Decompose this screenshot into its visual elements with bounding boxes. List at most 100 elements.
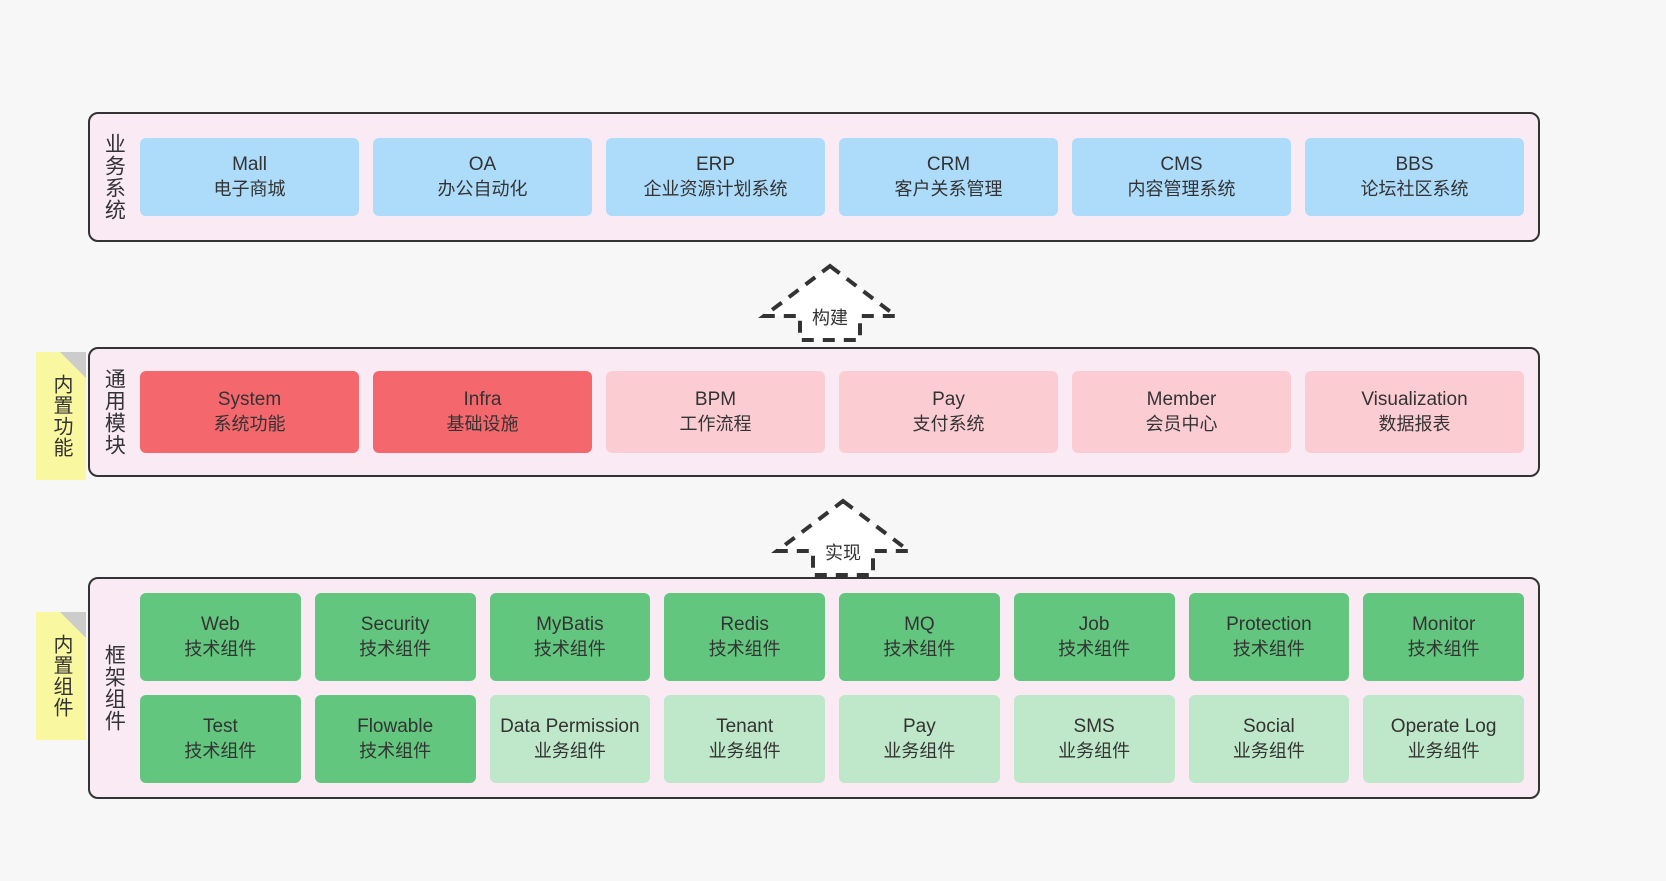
framework-box-redis-en: Redis [720, 613, 769, 635]
module-box-visualization-cn: 数据报表 [1378, 413, 1451, 434]
business-box-cms-cn: 内容管理系统 [1127, 178, 1236, 199]
framework-box-security-cn: 技术组件 [359, 638, 432, 659]
note-builtin-function-label: 内置功能 [50, 374, 72, 458]
business-box-erp-en: ERP [695, 153, 736, 175]
module-box-system[interactable]: System 系统功能 [140, 371, 359, 453]
layer-common-modules-body: System 系统功能 Infra 基础设施 BPM 工作流程 Pay 支付系统… [136, 349, 1538, 475]
module-box-visualization[interactable]: Visualization 数据报表 [1305, 371, 1524, 453]
module-box-infra-cn: 基础设施 [446, 413, 519, 434]
framework-box-mq-en: MQ [904, 613, 935, 635]
framework-box-pay-en: Pay [903, 715, 936, 737]
framework-row-2: Test 技术组件 Flowable 技术组件 Data Permission … [140, 695, 1524, 783]
module-box-visualization-en: Visualization [1361, 388, 1468, 410]
business-box-crm-cn: 客户关系管理 [894, 178, 1003, 199]
connector-implement-label: 实现 [825, 543, 861, 563]
framework-box-tenant-cn: 业务组件 [708, 740, 781, 761]
framework-box-sms-cn: 业务组件 [1058, 740, 1131, 761]
business-box-crm[interactable]: CRM 客户关系管理 [839, 138, 1058, 216]
framework-box-monitor-en: Monitor [1411, 613, 1476, 635]
module-box-infra[interactable]: Infra 基础设施 [373, 371, 592, 453]
framework-box-pay-cn: 业务组件 [883, 740, 956, 761]
business-box-erp[interactable]: ERP 企业资源计划系统 [606, 138, 825, 216]
business-box-mall-en: Mall [232, 153, 267, 175]
layer-framework-components: 框架组件 Web 技术组件 Security 技术组件 MyBatis 技术组件… [88, 577, 1540, 799]
business-box-erp-cn: 企业资源计划系统 [643, 178, 788, 199]
framework-box-sms[interactable]: SMS 业务组件 [1013, 695, 1175, 783]
layer-framework-components-body: Web 技术组件 Security 技术组件 MyBatis 技术组件 Redi… [136, 579, 1538, 797]
framework-box-social-en: Social [1243, 715, 1295, 737]
framework-box-tenant[interactable]: Tenant 业务组件 [664, 695, 825, 783]
framework-box-protection-en: Protection [1226, 613, 1312, 635]
framework-box-data-permission-en: Data Permission [500, 715, 640, 737]
framework-box-test[interactable]: Test 技术组件 [140, 695, 301, 783]
module-box-bpm[interactable]: BPM 工作流程 [606, 371, 825, 453]
framework-box-web-cn: 技术组件 [184, 638, 257, 659]
business-box-bbs-en: BBS [1395, 153, 1434, 175]
layer-common-modules: 通用模块 System 系统功能 Infra 基础设施 BPM 工作流程 Pay… [88, 347, 1540, 477]
layer-common-modules-title: 通用模块 [102, 368, 126, 456]
framework-box-social[interactable]: Social 业务组件 [1188, 695, 1350, 783]
framework-row-1: Web 技术组件 Security 技术组件 MyBatis 技术组件 Redi… [140, 593, 1524, 681]
framework-box-security-en: Security [360, 613, 430, 635]
business-box-crm-en: CRM [926, 153, 971, 175]
framework-box-operate-log-cn: 业务组件 [1407, 740, 1480, 761]
framework-box-mybatis-en: MyBatis [536, 613, 604, 635]
layer-business-system-body: Mall 电子商城 OA 办公自动化 ERP 企业资源计划系统 CRM 客户关系… [136, 114, 1538, 240]
business-box-cms[interactable]: CMS 内容管理系统 [1072, 138, 1291, 216]
module-box-system-cn: 系统功能 [213, 413, 286, 434]
business-box-oa[interactable]: OA 办公自动化 [373, 138, 592, 216]
module-box-member[interactable]: Member 会员中心 [1072, 371, 1291, 453]
framework-box-data-permission-cn: 业务组件 [533, 740, 606, 761]
module-box-bpm-en: BPM [694, 388, 737, 410]
framework-box-flowable-cn: 技术组件 [359, 740, 432, 761]
framework-box-redis[interactable]: Redis 技术组件 [664, 593, 825, 681]
framework-box-job-cn: 技术组件 [1058, 638, 1131, 659]
framework-box-test-en: Test [202, 715, 238, 737]
framework-box-monitor[interactable]: Monitor 技术组件 [1363, 593, 1524, 681]
framework-box-operate-log-en: Operate Log [1390, 715, 1497, 737]
connector-build-label: 构建 [812, 308, 848, 328]
framework-box-security[interactable]: Security 技术组件 [314, 593, 476, 681]
note-builtin-component: 内置组件 [36, 612, 86, 740]
framework-box-operate-log[interactable]: Operate Log 业务组件 [1363, 695, 1524, 783]
framework-box-mq[interactable]: MQ 技术组件 [839, 593, 1000, 681]
framework-box-sms-en: SMS [1073, 715, 1115, 737]
framework-box-test-cn: 技术组件 [184, 740, 257, 761]
framework-box-job[interactable]: Job 技术组件 [1013, 593, 1175, 681]
layer-framework-components-title: 框架组件 [102, 644, 126, 732]
business-box-oa-cn: 办公自动化 [437, 178, 528, 199]
business-box-mall-cn: 电子商城 [213, 178, 286, 199]
note-builtin-function: 内置功能 [36, 352, 86, 480]
framework-box-redis-cn: 技术组件 [708, 638, 781, 659]
layer-business-system-title: 业务系统 [102, 133, 126, 221]
framework-box-web[interactable]: Web 技术组件 [140, 593, 301, 681]
module-box-bpm-cn: 工作流程 [679, 413, 752, 434]
framework-box-protection-cn: 技术组件 [1232, 638, 1305, 659]
note-builtin-component-label: 内置组件 [50, 634, 72, 718]
business-box-oa-en: OA [468, 153, 497, 175]
module-box-pay-cn: 支付系统 [912, 413, 985, 434]
framework-box-data-permission[interactable]: Data Permission 业务组件 [489, 695, 651, 783]
framework-box-flowable[interactable]: Flowable 技术组件 [314, 695, 476, 783]
framework-box-mq-cn: 技术组件 [883, 638, 956, 659]
connector-implement: 实现 [771, 497, 915, 577]
business-box-bbs-cn: 论坛社区系统 [1360, 178, 1469, 199]
business-box-cms-en: CMS [1160, 153, 1203, 175]
module-box-pay[interactable]: Pay 支付系统 [839, 371, 1058, 453]
build-arrow-icon [758, 263, 902, 342]
framework-box-social-cn: 业务组件 [1232, 740, 1305, 761]
framework-box-mybatis[interactable]: MyBatis 技术组件 [489, 593, 651, 681]
framework-box-flowable-en: Flowable [357, 715, 434, 737]
framework-box-monitor-cn: 技术组件 [1407, 638, 1480, 659]
module-box-member-cn: 会员中心 [1145, 413, 1218, 434]
business-box-mall[interactable]: Mall 电子商城 [140, 138, 359, 216]
connector-build: 构建 [758, 262, 902, 342]
framework-box-web-en: Web [201, 613, 240, 635]
layer-business-system: 业务系统 Mall 电子商城 OA 办公自动化 ERP 企业资源计划系统 CRM… [88, 112, 1540, 242]
framework-box-protection[interactable]: Protection 技术组件 [1188, 593, 1350, 681]
framework-box-pay[interactable]: Pay 业务组件 [839, 695, 1000, 783]
business-box-bbs[interactable]: BBS 论坛社区系统 [1305, 138, 1524, 216]
implement-arrow-icon [771, 498, 915, 577]
module-box-infra-en: Infra [463, 388, 502, 410]
